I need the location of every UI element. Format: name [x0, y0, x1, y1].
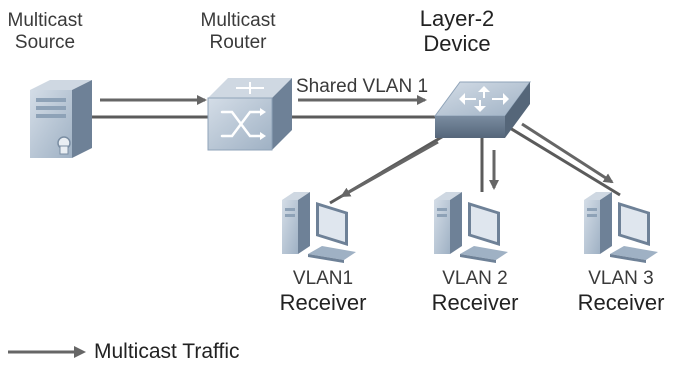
source-label-line2: Source [14, 31, 76, 53]
receiver1-vlan: VLAN1 [292, 268, 354, 289]
links [92, 115, 621, 205]
receiver3-vlan: VLAN 3 [588, 268, 654, 289]
source-label-line1: Multicast [7, 10, 83, 31]
router-icon [207, 78, 292, 151]
receiver1-pc-icon [282, 192, 356, 263]
shared-vlan-label: Shared VLAN 1 [296, 76, 429, 97]
receiver2-label: VLAN 2 Receiver [420, 268, 530, 315]
receiver3-label: VLAN 3 Receiver [566, 268, 676, 315]
traffic-arrow-to-receiver3 [521, 122, 614, 184]
link-switch-receiver3 [504, 123, 621, 197]
router-label: Multicast Router [193, 10, 283, 54]
receiver1-label: VLAN1 Receiver [268, 268, 378, 315]
receiver2-vlan: VLAN 2 [442, 268, 508, 289]
switch-label-line1: Layer-2 [419, 6, 495, 31]
traffic-arrows [100, 95, 614, 198]
legend: Multicast Traffic [6, 340, 239, 364]
receiver1-role: Receiver [279, 289, 367, 315]
legend-arrow-icon [8, 346, 86, 358]
switch-icon [434, 81, 531, 138]
source-label: Multicast Source [6, 10, 84, 54]
source-server-icon [30, 80, 92, 158]
receiver2-pc-icon [434, 192, 508, 263]
receiver3-pc-icon [584, 192, 658, 263]
receiver3-role: Receiver [577, 289, 665, 315]
legend-label: Multicast Traffic [94, 340, 240, 363]
switch-label-line2: Device [423, 31, 491, 57]
receiver2-role: Receiver [431, 289, 519, 315]
switch-label: Layer-2 Device [412, 6, 502, 57]
router-label-line2: Router [209, 31, 267, 53]
router-label-line1: Multicast [200, 10, 276, 31]
traffic-arrow-to-receiver1 [340, 140, 439, 198]
